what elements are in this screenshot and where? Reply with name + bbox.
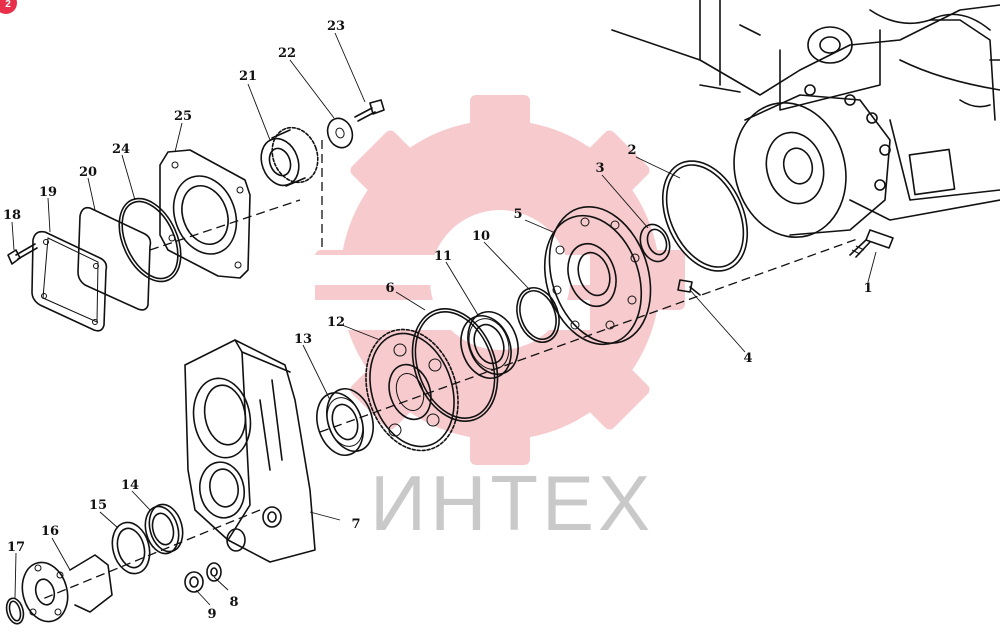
callout-4: 4 xyxy=(743,351,752,366)
callout-3: 3 xyxy=(595,161,604,176)
part-5-cover xyxy=(543,205,652,346)
callout-7: 7 xyxy=(351,517,360,532)
part-9-plug xyxy=(184,571,204,593)
callout-21: 21 xyxy=(239,69,257,84)
callout-24: 24 xyxy=(112,142,130,157)
callout-5: 5 xyxy=(513,207,522,222)
page-badge: 2 xyxy=(0,0,17,14)
part-1-bolt xyxy=(849,229,894,258)
part-21-spline-gear xyxy=(260,126,319,187)
callout-19: 19 xyxy=(39,185,57,200)
part-4-bolt xyxy=(677,279,701,296)
part-15-ring xyxy=(111,521,151,575)
callout-20: 20 xyxy=(79,165,97,180)
callout-15: 15 xyxy=(89,498,107,513)
callout-10: 10 xyxy=(472,229,490,244)
part-3-seal xyxy=(639,223,671,263)
part-23-bolt xyxy=(354,99,385,122)
callout-14: 14 xyxy=(121,478,139,493)
part-20-gasket xyxy=(77,206,152,311)
part-17-snap-ring xyxy=(5,597,25,625)
callout-1: 1 xyxy=(863,281,872,296)
tractor-housing xyxy=(611,0,1000,239)
callout-13: 13 xyxy=(294,332,312,347)
watermark-text: ИНТЕХ xyxy=(370,459,654,547)
part-22-washer xyxy=(326,117,354,149)
callout-12: 12 xyxy=(327,315,345,330)
callout-labels: 1 2 3 4 5 6 7 8 9 10 11 12 13 14 15 16 1… xyxy=(3,19,873,622)
callout-11: 11 xyxy=(434,249,452,264)
part-14-seal xyxy=(144,503,184,555)
part-8-washer xyxy=(206,528,246,582)
part-25-cover xyxy=(159,149,251,279)
callout-6: 6 xyxy=(385,281,394,296)
callout-23: 23 xyxy=(327,19,345,34)
part-2-oring xyxy=(661,160,749,272)
part-18-bolt xyxy=(7,243,38,265)
badge-label: 2 xyxy=(5,0,11,10)
callout-17: 17 xyxy=(7,540,25,555)
part-19-plate xyxy=(31,230,108,332)
callout-22: 22 xyxy=(278,46,296,61)
callout-16: 16 xyxy=(41,524,59,539)
part-16-flange xyxy=(21,554,113,623)
callout-25: 25 xyxy=(174,109,192,124)
callout-9: 9 xyxy=(207,607,216,622)
part-7-housing xyxy=(184,339,316,563)
callout-8: 8 xyxy=(229,595,238,610)
callout-18: 18 xyxy=(3,208,21,223)
part-24-oring xyxy=(118,197,182,283)
callout-2: 2 xyxy=(627,143,636,158)
leader-lines xyxy=(11,32,877,606)
part-13-bearing xyxy=(316,388,374,456)
part-12-gear xyxy=(365,328,459,452)
